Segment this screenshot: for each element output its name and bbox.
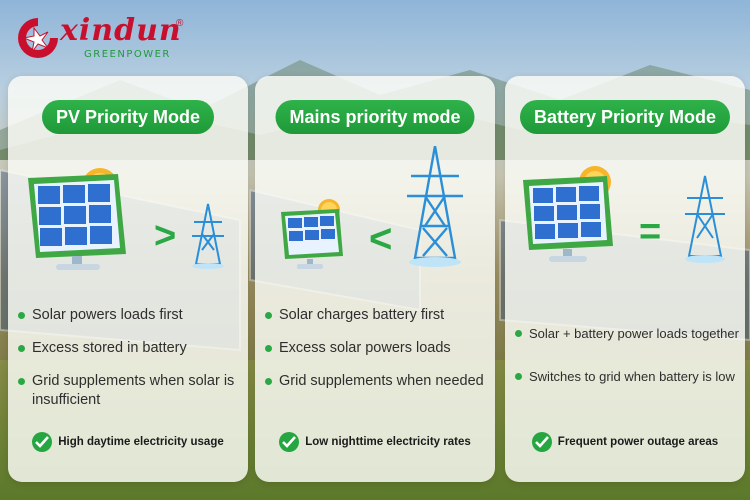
list-item: Switches to grid when battery is low: [513, 367, 743, 386]
bullet-dot-icon: [265, 345, 272, 352]
card-illustration: <: [281, 146, 463, 269]
list-item: Excess stored in battery: [16, 339, 246, 358]
operator-symbol: =: [639, 211, 661, 253]
list-item: Grid supplements when solar is insuffici…: [16, 372, 246, 410]
card-footer: Frequent power outage areas: [505, 432, 745, 452]
bullet-dot-icon: [18, 312, 25, 319]
list-item: Solar powers loads first: [16, 306, 246, 325]
brand-name: xindun: [60, 13, 182, 48]
solar-panel-icon: [281, 209, 343, 269]
footer-label: Low nighttime electricity rates: [305, 436, 471, 448]
solar-panel-icon: [523, 176, 613, 262]
card-illustration: =: [523, 166, 725, 263]
bullet-list: Solar + battery power loads together Swi…: [513, 324, 743, 410]
list-item: Grid supplements when needed: [263, 372, 493, 391]
list-item: Solar + battery power loads together: [513, 324, 743, 343]
card-title: PV Priority Mode: [41, 100, 215, 134]
card-footer: Low nighttime electricity rates: [255, 432, 495, 452]
bullet-dot-icon: [515, 330, 522, 337]
transmission-tower-icon: [192, 203, 224, 269]
bullet-dot-icon: [18, 378, 25, 385]
card-title: Mains priority mode: [275, 100, 475, 134]
transmission-tower-icon: [407, 146, 463, 267]
bullet-dot-icon: [265, 312, 272, 319]
solar-panel-icon: [28, 174, 126, 270]
transmission-tower-icon: [685, 175, 725, 263]
card-battery-priority: Battery Priority Mode = Solar + battery …: [505, 76, 745, 482]
bullet-dot-icon: [265, 378, 272, 385]
list-item: Solar charges battery first: [263, 306, 493, 325]
footer-label: High daytime electricity usage: [58, 436, 224, 448]
brand-logo: xindun ® GREENPOWER: [14, 10, 189, 62]
check-icon: [32, 432, 53, 452]
check-icon: [531, 432, 552, 452]
card-illustration: >: [28, 168, 224, 270]
bullet-list: Solar charges battery first Excess solar…: [263, 306, 493, 405]
list-item: Excess solar powers loads: [263, 339, 493, 358]
card-mains-priority: Mains priority mode < Solar charges batt…: [255, 76, 495, 482]
footer-label: Frequent power outage areas: [557, 436, 719, 448]
card-pv-priority: PV Priority Mode > Solar powers loads fi…: [8, 76, 248, 482]
brand-tagline: GREENPOWER: [84, 49, 171, 60]
check-icon: [279, 432, 300, 452]
operator-symbol: >: [154, 215, 176, 257]
registered-mark: ®: [176, 18, 184, 29]
card-footer: High daytime electricity usage: [8, 432, 248, 452]
bullet-dot-icon: [515, 373, 522, 380]
card-title: Battery Priority Mode: [519, 100, 731, 134]
logo-mark-icon: [18, 18, 58, 58]
bullet-list: Solar powers loads first Excess stored i…: [16, 306, 246, 424]
bullet-dot-icon: [18, 345, 25, 352]
operator-symbol: <: [369, 217, 392, 261]
